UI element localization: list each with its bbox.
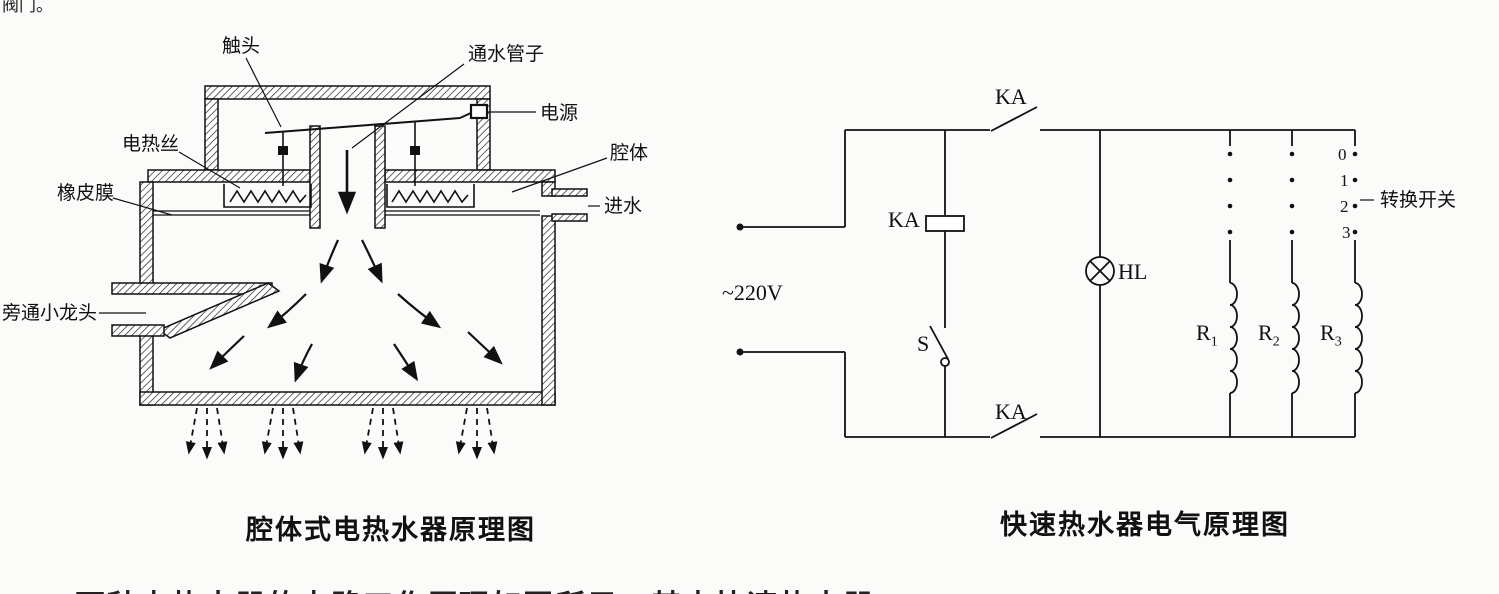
heating-wire-left bbox=[229, 189, 307, 204]
label-tap-3: 3 bbox=[1342, 223, 1351, 242]
floor-right bbox=[384, 169, 556, 183]
label-water-inlet: 进水 bbox=[604, 196, 643, 217]
lamp-branch bbox=[1085, 130, 1115, 437]
label-resistor-r1: R1 bbox=[1196, 320, 1218, 350]
label-cavity: 腔体 bbox=[610, 143, 649, 164]
resistor-coil-r2 bbox=[1291, 282, 1300, 394]
power-terminal bbox=[469, 103, 489, 120]
contact-lever bbox=[264, 103, 489, 186]
tank-bottom-wall bbox=[139, 391, 556, 406]
label-bypass-faucet: 旁通小龙头 bbox=[2, 303, 98, 324]
supply-terminal-bottom bbox=[736, 348, 744, 356]
relay-branch bbox=[925, 130, 965, 437]
resistor-branch-r3 bbox=[1352, 130, 1363, 437]
inlet-pipe-top bbox=[551, 188, 588, 197]
ka-contact-top-blade bbox=[990, 106, 1038, 132]
r2-sub: 2 bbox=[1272, 334, 1280, 350]
label-leaders bbox=[99, 57, 608, 314]
switch-s-blade bbox=[929, 325, 949, 360]
label-tap-2: 2 bbox=[1340, 197, 1349, 216]
faucet-bottom-wall bbox=[111, 324, 165, 337]
resistor-branch-r2 bbox=[1289, 130, 1300, 437]
top-lid-wall bbox=[204, 85, 491, 100]
tank-left-wall-upper bbox=[139, 181, 154, 288]
left-diagram-caption: 腔体式电热水器原理图 bbox=[246, 515, 536, 545]
label-ka-contact-top: KA bbox=[995, 84, 1027, 109]
inlet-pipe-bottom bbox=[551, 213, 588, 222]
label-switch-s: S bbox=[917, 331, 930, 356]
label-contact: 触头 bbox=[222, 36, 261, 57]
contact-point-right bbox=[410, 146, 420, 155]
label-tap-1: 1 bbox=[1340, 171, 1349, 190]
pipe-right-wall bbox=[374, 125, 386, 229]
label-heating-wire: 电热丝 bbox=[122, 134, 180, 155]
label-selector-switch: 转换开关 bbox=[1380, 190, 1457, 211]
ka-contact-bottom-blade bbox=[990, 413, 1038, 439]
chamber-left-wall bbox=[204, 98, 219, 171]
label-rubber-membrane: 橡皮膜 bbox=[57, 183, 115, 204]
tray-left bbox=[223, 184, 312, 208]
supply-terminal-top bbox=[736, 223, 744, 231]
tank-right-wall-lower bbox=[541, 215, 556, 406]
label-resistor-r2: R2 bbox=[1258, 320, 1280, 350]
label-resistor-r3: R3 bbox=[1320, 320, 1342, 350]
circuit-wires bbox=[740, 129, 1355, 438]
label-power: 电源 bbox=[540, 103, 579, 124]
heating-wire-right bbox=[391, 189, 469, 204]
label-ka-coil: KA bbox=[888, 207, 920, 232]
r2-name: R bbox=[1258, 320, 1273, 345]
spray-jets bbox=[185, 407, 498, 460]
rubber-membrane bbox=[153, 210, 540, 216]
r3-name: R bbox=[1320, 320, 1335, 345]
pipe-left-wall bbox=[309, 125, 321, 229]
r1-name: R bbox=[1196, 320, 1211, 345]
switch-s-terminal bbox=[940, 357, 950, 367]
label-voltage: ~220V bbox=[722, 280, 783, 305]
cropped-text-top: 阀门。 bbox=[2, 0, 53, 15]
r3-sub: 3 bbox=[1334, 334, 1342, 350]
r1-sub: 1 bbox=[1210, 334, 1218, 350]
floor-left bbox=[147, 169, 311, 183]
cropped-text-bottom: 两种电热水器的电路工作原理如图所示，其中快速热水器 bbox=[75, 581, 875, 594]
faucet-slant-wall bbox=[157, 282, 281, 339]
label-tap-0: 0 bbox=[1338, 145, 1347, 164]
heater-walls bbox=[111, 85, 588, 406]
right-diagram bbox=[736, 106, 1374, 439]
right-diagram-caption: 快速热水器电气原理图 bbox=[1000, 510, 1290, 540]
resistor-coil-r3 bbox=[1354, 282, 1363, 394]
label-ka-contact-bottom: KA bbox=[995, 399, 1027, 424]
resistor-coil-r1 bbox=[1229, 282, 1238, 394]
heating-elements bbox=[223, 184, 475, 208]
label-water-pipe: 通水管子 bbox=[468, 44, 545, 65]
resistor-branch-r1 bbox=[1227, 130, 1238, 437]
tray-right bbox=[386, 184, 475, 208]
left-diagram bbox=[99, 57, 608, 460]
contact-point-left bbox=[278, 146, 288, 155]
ka-coil-symbol bbox=[925, 215, 965, 232]
flow-arrows bbox=[209, 239, 503, 383]
label-lamp-hl: HL bbox=[1118, 259, 1148, 284]
